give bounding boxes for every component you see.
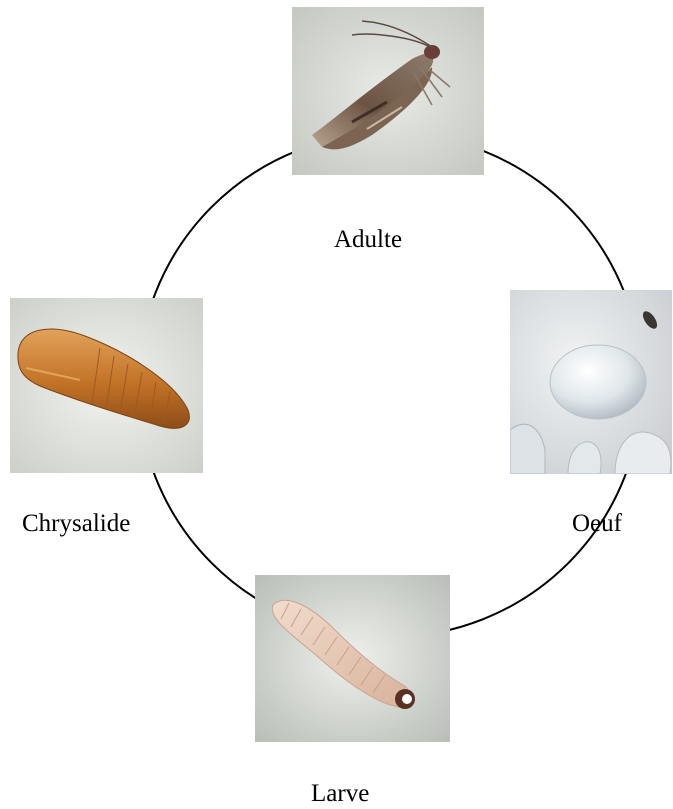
egg-photo (510, 290, 672, 474)
moth-adult-photo (292, 7, 484, 175)
stage-label-adult: Adulte (334, 226, 402, 254)
larva-photo (255, 575, 450, 742)
stage-label-larva: Larve (311, 780, 369, 808)
stage-label-egg: Oeuf (572, 510, 622, 538)
pupa-photo (10, 298, 203, 473)
stage-label-pupa: Chrysalide (22, 510, 130, 538)
